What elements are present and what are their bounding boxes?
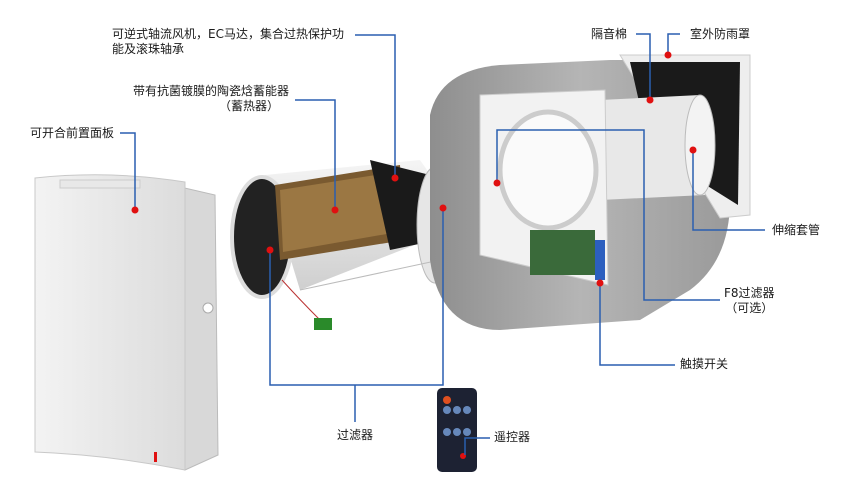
label-f8-line2: （可选）: [725, 301, 774, 315]
remote-control: [437, 388, 477, 472]
label-insulation: 隔音棉: [591, 27, 628, 41]
label-front-panel: 可开合前置面板: [30, 126, 115, 140]
label-ceramic: 带有抗菌镀膜的陶瓷焓蓄能器 （蓄热器）: [133, 84, 289, 114]
label-f8-filter: F8过滤器 （可选）: [724, 286, 775, 316]
label-remote: 遥控器: [494, 430, 531, 444]
label-fan: 可逆式轴流风机，EC马达，集合过热保护功 能及滚珠轴承: [112, 27, 344, 57]
front-panel: [34, 174, 219, 471]
label-ceramic-line2: （蓄热器）: [219, 99, 280, 113]
leader-lines: [120, 33, 765, 455]
ceramic-heat-exchanger: [230, 160, 454, 330]
label-f8-line1: F8过滤器: [724, 286, 775, 300]
wall-unit: [430, 54, 751, 330]
label-ceramic-line1: 带有抗菌镀膜的陶瓷焓蓄能器: [133, 84, 290, 98]
marker-dots: [131, 51, 697, 287]
label-fan-line2: 能及滚珠轴承: [112, 42, 185, 56]
label-fan-line1: 可逆式轴流风机，EC马达，集合过热保护功: [112, 27, 344, 41]
label-filter: 过滤器: [337, 428, 374, 442]
label-outdoor-hood: 室外防雨罩: [690, 27, 751, 41]
label-touch-switch: 触摸开关: [680, 357, 729, 371]
label-telescopic-pipe: 伸缩套管: [772, 223, 821, 237]
